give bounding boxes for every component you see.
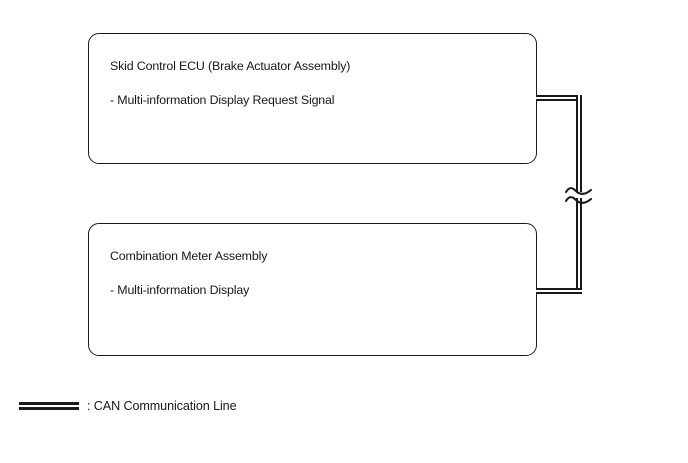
legend: : CAN Communication Line — [19, 399, 237, 413]
component-box-combination-meter: Combination Meter Assembly - Multi-infor… — [88, 223, 537, 356]
component-title-combination-meter: Combination Meter Assembly — [110, 249, 268, 263]
component-box-skid-control-ecu: Skid Control ECU (Brake Actuator Assembl… — [88, 33, 537, 164]
can-line-top-stub — [536, 95, 582, 101]
can-line-bottom-stub — [536, 288, 582, 294]
can-line-trunk-lower — [576, 198, 582, 294]
legend-label: : CAN Communication Line — [87, 399, 237, 413]
can-line-trunk-upper — [576, 95, 582, 192]
component-title-skid-control-ecu: Skid Control ECU (Brake Actuator Assembl… — [110, 59, 351, 73]
component-signal-combination-meter: - Multi-information Display — [110, 283, 250, 297]
legend-can-line-swatch-icon — [19, 402, 79, 410]
component-signal-skid-control-ecu: - Multi-information Display Request Sign… — [110, 93, 335, 107]
can-line-break-icon — [564, 187, 593, 204]
